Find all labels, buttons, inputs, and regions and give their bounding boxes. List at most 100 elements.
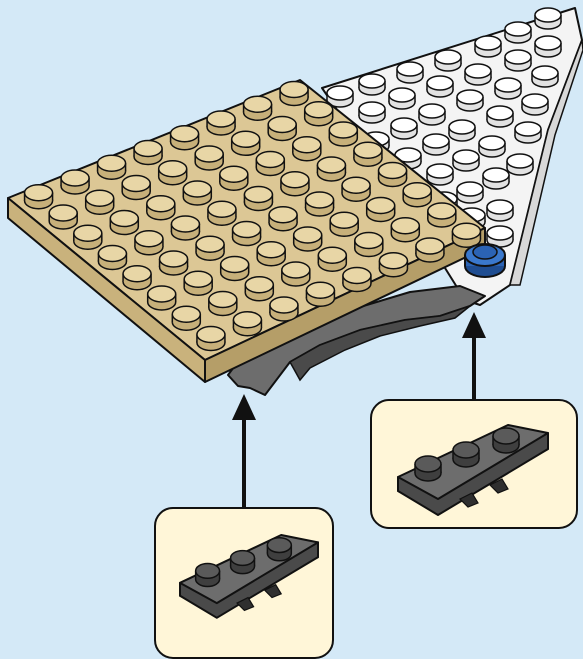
stud bbox=[305, 102, 333, 126]
stud bbox=[403, 183, 431, 207]
callout-left bbox=[155, 508, 333, 658]
stud bbox=[209, 292, 237, 316]
stud bbox=[449, 120, 475, 141]
stud bbox=[147, 196, 175, 220]
stud bbox=[505, 22, 531, 43]
stud bbox=[282, 262, 310, 286]
stud bbox=[171, 216, 199, 240]
stud bbox=[208, 201, 236, 225]
stud bbox=[244, 187, 272, 211]
stud bbox=[269, 207, 297, 231]
stud bbox=[465, 64, 491, 85]
stud bbox=[293, 137, 321, 161]
stud bbox=[479, 136, 505, 157]
stud bbox=[280, 82, 308, 106]
stud bbox=[457, 90, 483, 111]
stud bbox=[397, 62, 423, 83]
stud bbox=[389, 88, 415, 109]
stud bbox=[256, 152, 284, 176]
stud bbox=[317, 157, 345, 181]
stud bbox=[330, 212, 358, 236]
stud bbox=[281, 172, 309, 196]
stud bbox=[148, 286, 176, 310]
stud bbox=[507, 154, 533, 175]
stud bbox=[419, 104, 445, 125]
stud bbox=[318, 247, 346, 271]
stud bbox=[220, 166, 248, 190]
stud bbox=[233, 312, 261, 336]
stud bbox=[184, 271, 212, 295]
stud bbox=[391, 118, 417, 139]
stud bbox=[268, 117, 296, 141]
stud bbox=[379, 253, 407, 277]
stud bbox=[98, 246, 126, 270]
stud bbox=[134, 141, 162, 165]
stud bbox=[196, 236, 224, 260]
stud bbox=[74, 225, 102, 249]
stud bbox=[355, 233, 383, 257]
stud bbox=[207, 111, 235, 135]
stud bbox=[535, 8, 561, 29]
stud bbox=[354, 142, 382, 166]
stud bbox=[423, 134, 449, 155]
stud bbox=[122, 176, 150, 200]
stud bbox=[532, 66, 558, 87]
stud bbox=[232, 131, 260, 155]
stud bbox=[487, 106, 513, 127]
stud bbox=[428, 203, 456, 227]
stud bbox=[483, 168, 509, 189]
stud bbox=[427, 76, 453, 97]
stud bbox=[135, 231, 163, 255]
stud bbox=[359, 74, 385, 95]
stud bbox=[172, 306, 200, 330]
stud bbox=[487, 200, 513, 221]
stud bbox=[495, 78, 521, 99]
stud bbox=[49, 205, 77, 229]
stud bbox=[342, 177, 370, 201]
stud bbox=[415, 456, 441, 481]
stud bbox=[233, 222, 261, 246]
stud bbox=[231, 551, 255, 574]
stud bbox=[515, 122, 541, 143]
stud bbox=[294, 227, 322, 251]
stud bbox=[391, 218, 419, 242]
stud bbox=[343, 268, 371, 292]
stud bbox=[452, 223, 480, 247]
stud bbox=[435, 50, 461, 71]
stud bbox=[505, 50, 531, 71]
stud bbox=[257, 242, 285, 266]
stud bbox=[123, 266, 151, 290]
stud bbox=[244, 96, 272, 120]
stud bbox=[379, 163, 407, 187]
stud bbox=[245, 277, 273, 301]
stud bbox=[86, 190, 114, 214]
stud bbox=[359, 102, 385, 123]
stud bbox=[110, 211, 138, 235]
stud bbox=[195, 146, 223, 170]
stud bbox=[267, 538, 291, 561]
stud bbox=[160, 251, 188, 275]
blue-1x1-round-plate bbox=[465, 244, 505, 277]
stud bbox=[522, 94, 548, 115]
stud bbox=[61, 170, 89, 194]
callout-right bbox=[371, 400, 577, 528]
stud bbox=[475, 36, 501, 57]
stud bbox=[98, 155, 126, 179]
stud bbox=[25, 185, 53, 209]
stud bbox=[453, 442, 479, 467]
stud bbox=[457, 182, 483, 203]
stud bbox=[453, 150, 479, 171]
stud bbox=[306, 192, 334, 216]
stud bbox=[427, 164, 453, 185]
stud bbox=[159, 161, 187, 185]
stud bbox=[196, 564, 220, 587]
stud bbox=[329, 122, 357, 146]
stud bbox=[493, 428, 519, 453]
arrow-left bbox=[232, 394, 256, 512]
stud bbox=[197, 327, 225, 351]
stud bbox=[171, 126, 199, 150]
stud bbox=[306, 282, 334, 306]
stud bbox=[367, 198, 395, 222]
stud bbox=[270, 297, 298, 321]
stud bbox=[221, 257, 249, 281]
